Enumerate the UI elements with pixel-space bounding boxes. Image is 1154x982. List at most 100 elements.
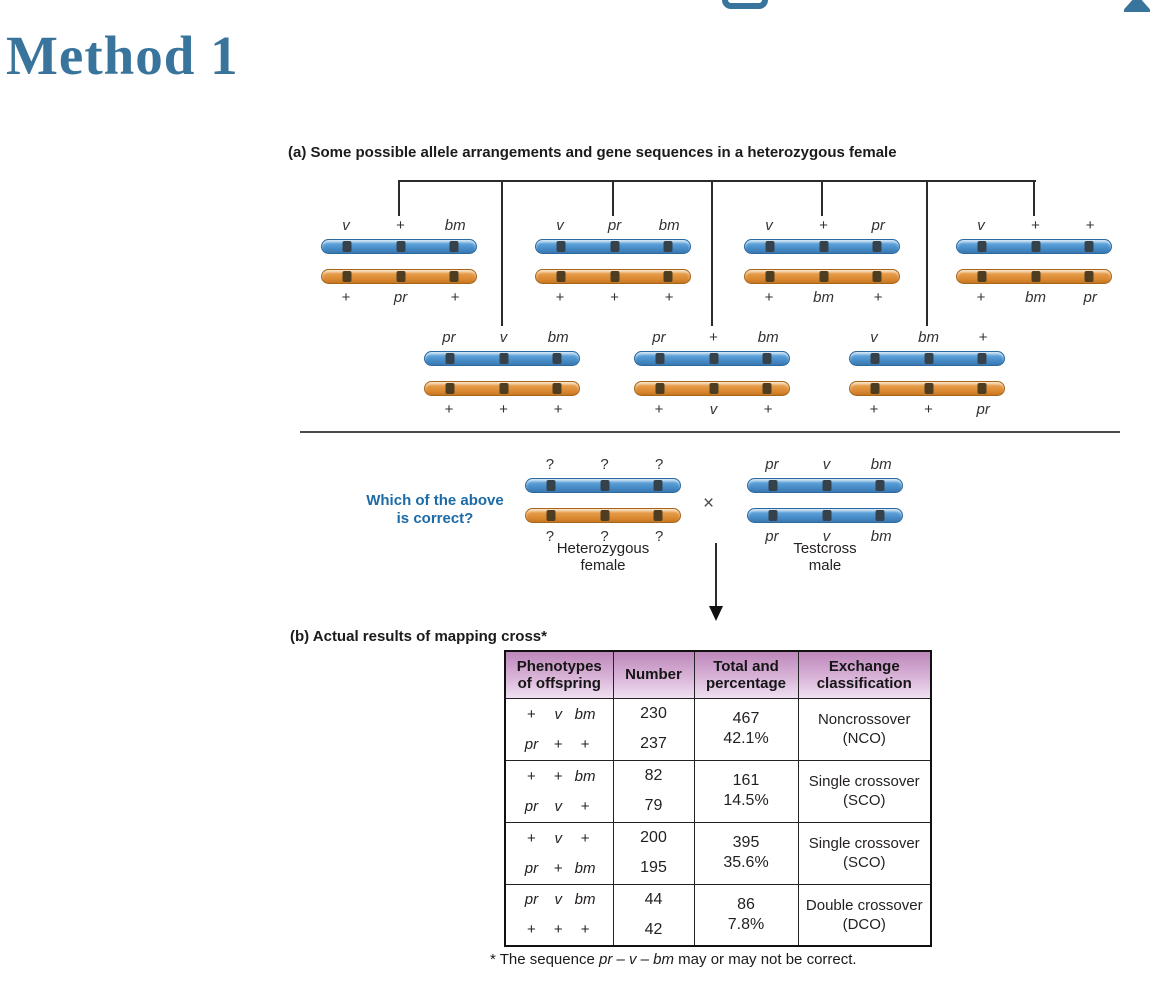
- allele-label: +: [709, 329, 718, 346]
- allele-label: bm: [870, 528, 892, 545]
- allele-label: bm: [444, 217, 466, 234]
- mapping-cross-results-table: Phenotypes of offspring Number Total and…: [504, 650, 932, 947]
- orange-chromosome: [744, 269, 900, 284]
- gene-band: [977, 241, 987, 252]
- gene-band: [445, 383, 455, 394]
- allele-label: ?: [654, 528, 664, 545]
- allele-label-row: +++: [535, 289, 691, 306]
- gene-band: [709, 353, 719, 364]
- orange-chromosome: [634, 381, 790, 396]
- total-value: 161: [732, 772, 760, 789]
- phenotype-line: +v+: [506, 830, 613, 847]
- total-value: 86: [737, 895, 755, 913]
- allele-label: ?: [545, 528, 555, 545]
- allele-label: +: [976, 289, 986, 306]
- phenotype-allele: +: [527, 767, 536, 785]
- gene-band: [819, 271, 829, 282]
- allele-label: v: [870, 329, 878, 346]
- gene-band: [610, 241, 620, 252]
- gene-band: [445, 353, 455, 364]
- gene-band: [1084, 241, 1094, 252]
- allele-label-row: +pr+: [321, 289, 477, 306]
- gene-band: [977, 353, 987, 364]
- classification-cell: Double crossover(DCO): [797, 883, 932, 947]
- allele-label-row: v+pr: [744, 217, 900, 234]
- blue-chromosome: [747, 478, 903, 493]
- gene-band: [819, 241, 829, 252]
- clipped-title-fragment: [1124, 0, 1150, 12]
- orange-chromosome: [321, 269, 477, 284]
- caption-line: female: [580, 557, 626, 574]
- gene-band: [762, 353, 772, 364]
- gene-band: [655, 383, 665, 394]
- phenotype-allele: +: [580, 829, 590, 847]
- blue-chromosome: [744, 239, 900, 254]
- allele-label: +: [924, 401, 933, 418]
- allele-label: v: [709, 401, 718, 418]
- gene-band: [1084, 271, 1094, 282]
- allele-label: bm: [658, 217, 680, 234]
- gene-band: [768, 480, 778, 491]
- panel-a-heading: (a) Some possible allele arrangements an…: [288, 144, 897, 161]
- phenotype-allele: bm: [574, 891, 596, 909]
- gene-band: [655, 353, 665, 364]
- bracket-line: [1033, 180, 1035, 216]
- orange-chromosome: [956, 269, 1112, 284]
- classification-line: Single crossover: [808, 773, 920, 790]
- phenotype-line: +++: [506, 921, 613, 938]
- gene-band: [342, 241, 352, 252]
- allele-label: +: [553, 401, 563, 418]
- gene-band: [709, 383, 719, 394]
- offspring-count: 230: [640, 705, 667, 722]
- phenotype-allele: pr: [524, 859, 539, 877]
- phenotype-allele: +: [527, 705, 536, 723]
- allele-label: pr: [1083, 289, 1097, 306]
- gene-band: [610, 271, 620, 282]
- percent-value: 35.6%: [723, 854, 769, 871]
- question-line-2: is correct?: [396, 510, 474, 527]
- gene-band: [546, 510, 556, 521]
- allele-label: pr: [652, 329, 666, 346]
- phenotype-line: pr+bm: [506, 860, 613, 877]
- allele-label: v: [822, 456, 831, 473]
- slide-title: Method 1: [6, 25, 239, 86]
- header-number: Number: [612, 650, 695, 699]
- allele-label: v: [342, 217, 350, 234]
- allele-label: ?: [600, 456, 609, 473]
- bracket-line: [926, 180, 928, 326]
- orange-chromosome: [849, 381, 1005, 396]
- gene-band: [552, 353, 562, 364]
- caption-line: male: [808, 557, 842, 574]
- allele-label: +: [978, 329, 988, 346]
- phenotype-allele: pr: [524, 735, 539, 753]
- gene-band: [977, 271, 987, 282]
- phenotype-line: ++bm: [506, 768, 613, 785]
- phenotype-allele: bm: [574, 705, 596, 723]
- offspring-count: 42: [644, 920, 663, 938]
- allele-label: pr: [765, 528, 779, 545]
- gene-band: [1031, 271, 1041, 282]
- phenotype-allele: +: [580, 735, 590, 753]
- gene-band: [977, 383, 987, 394]
- gene-band: [342, 271, 352, 282]
- allele-label: +: [396, 217, 405, 234]
- allele-label-row: ???: [525, 456, 681, 473]
- offspring-count: 82: [644, 767, 663, 784]
- heterozygous-female-caption: Heterozygous female: [543, 540, 663, 574]
- caption-line: Heterozygous: [556, 540, 650, 557]
- blue-chromosome: [634, 351, 790, 366]
